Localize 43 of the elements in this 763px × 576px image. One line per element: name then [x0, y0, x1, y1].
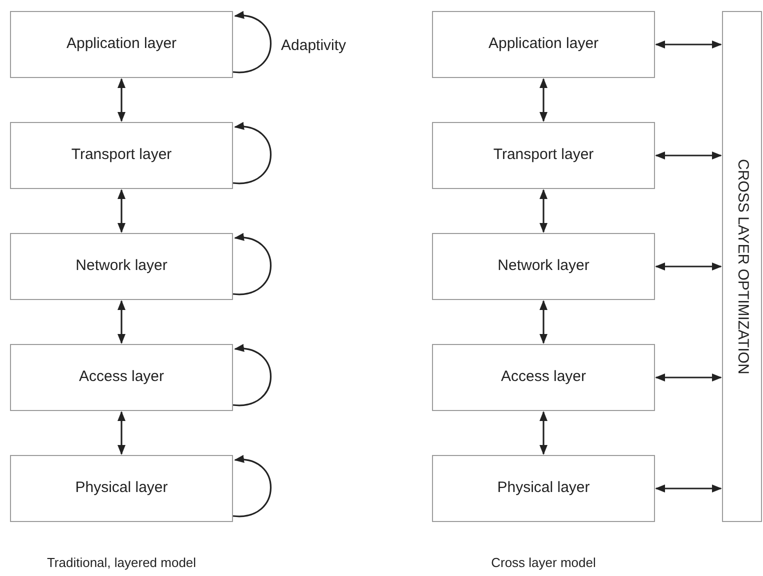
- layer-label: Physical layer: [75, 478, 168, 498]
- optimization-bar: [722, 11, 762, 522]
- loop-arrow: [233, 234, 272, 295]
- model-caption: Cross layer model: [490, 556, 597, 569]
- double-arrow: [118, 189, 126, 233]
- layer-label: Access layer: [78, 367, 164, 388]
- double-arrow: [655, 152, 722, 160]
- layer-label: Network layer: [76, 256, 168, 276]
- double-arrow: [118, 411, 126, 455]
- double-arrow: [540, 411, 548, 455]
- double-arrow: [655, 484, 722, 492]
- layer-box: [10, 344, 233, 411]
- layer-box: [432, 233, 655, 300]
- loop-arrow: [233, 12, 272, 73]
- double-arrow: [118, 300, 126, 344]
- layer-box: [10, 11, 233, 78]
- layer-label: Transport layer: [493, 145, 594, 166]
- double-arrow: [540, 78, 548, 122]
- layer-label: Network layer: [498, 256, 590, 276]
- double-arrow: [655, 40, 722, 48]
- layer-label: Access layer: [500, 367, 586, 388]
- edge-label: Adaptivity: [281, 38, 346, 52]
- layer-label: Application layer: [488, 34, 599, 54]
- double-arrow: [655, 374, 722, 382]
- loop-arrow: [233, 456, 272, 517]
- layer-box: [432, 344, 655, 411]
- double-arrow: [118, 78, 126, 122]
- layer-box: [432, 11, 655, 78]
- loop-arrow: [233, 344, 272, 406]
- double-arrow: [540, 189, 548, 233]
- layer-box: [432, 455, 655, 522]
- layer-label: Application layer: [66, 34, 177, 54]
- loop-arrow: [233, 122, 272, 184]
- layer-box: [10, 455, 233, 522]
- double-arrow: [655, 262, 722, 270]
- layer-label: Transport layer: [71, 145, 172, 166]
- model-caption: Traditional, layered model: [46, 556, 198, 569]
- layer-box: [10, 233, 233, 300]
- double-arrow: [540, 300, 548, 344]
- layer-box: [432, 122, 655, 189]
- vertical-label: CROSS LAYER OPTIMIZATION: [733, 158, 752, 374]
- layer-box: [10, 122, 233, 189]
- layer-label: Physical layer: [497, 478, 590, 498]
